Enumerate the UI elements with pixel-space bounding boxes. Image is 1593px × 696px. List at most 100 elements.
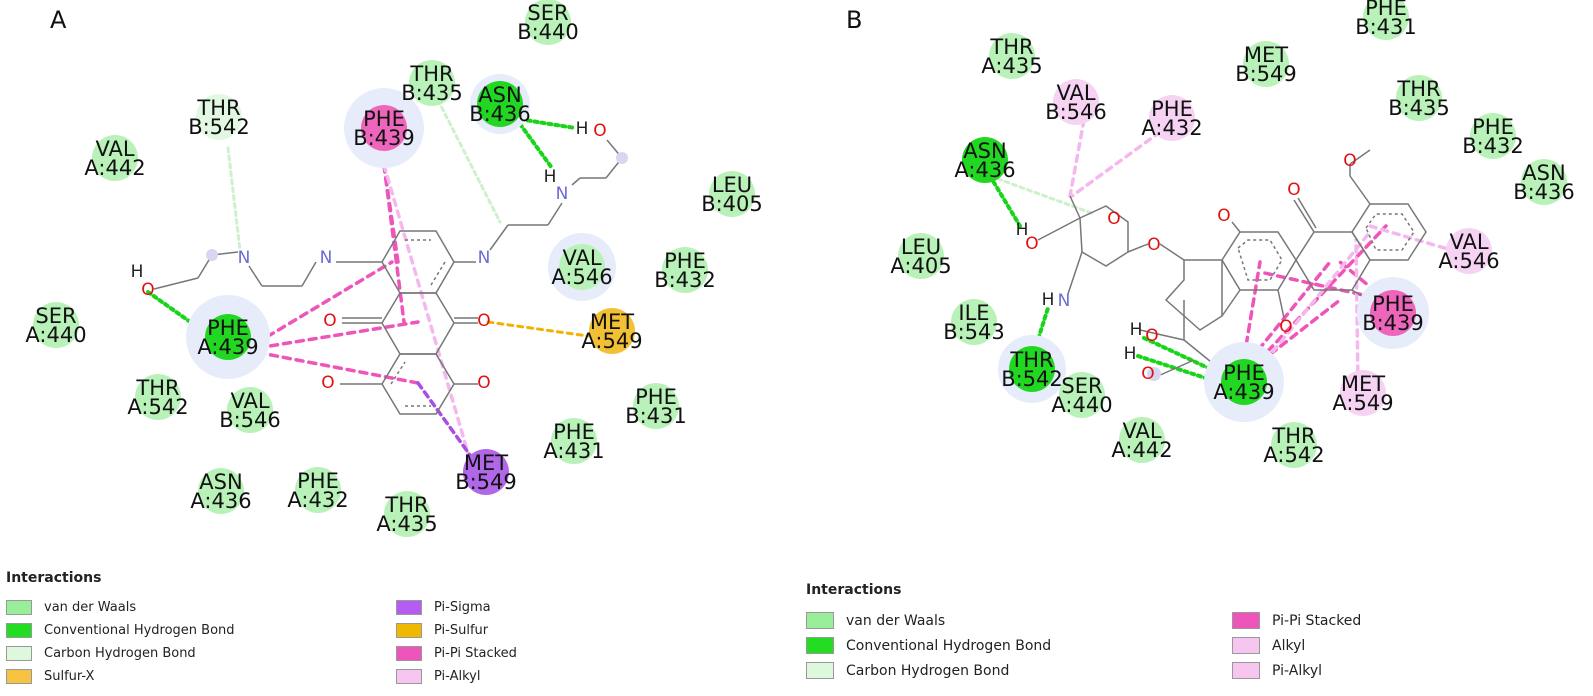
legend-swatch <box>6 623 32 638</box>
residue-id: A:435 <box>981 54 1042 78</box>
residue-disc <box>1149 95 1195 141</box>
legend-swatch <box>6 646 32 661</box>
residue-disc <box>205 314 251 360</box>
residue-disc <box>898 233 944 279</box>
atom-a-h2: H <box>576 119 589 139</box>
residue-name: ASN <box>963 139 1006 163</box>
residue-id: A:542 <box>127 395 188 419</box>
residue-id: A:432 <box>287 488 348 512</box>
residue-id: B:435 <box>1388 96 1450 120</box>
interaction-line-alkyl <box>1068 118 1086 198</box>
legend-swatch <box>1232 612 1260 629</box>
interaction-line-pipi <box>243 320 420 352</box>
residue-name: THR <box>1396 77 1440 101</box>
interaction-line-chb <box>436 98 502 224</box>
residue-disc <box>295 467 341 513</box>
residue-id: A:442 <box>1111 438 1172 462</box>
atom-a-h1: H <box>544 167 557 187</box>
ligand-a-highlight <box>616 152 628 164</box>
residue-disc <box>633 383 679 429</box>
residue-name: THR <box>196 96 240 120</box>
ligand-b-sugar-ring <box>1079 205 1129 267</box>
residue-disc <box>361 105 407 151</box>
atom-b-o-hydroxyl: O <box>1145 326 1158 346</box>
residue-id: B:439 <box>1362 311 1424 335</box>
residue-disc <box>1243 41 1289 87</box>
residue-name: VAL <box>1056 81 1095 105</box>
interaction-line-pisigma <box>416 381 472 457</box>
residue-name: PHE <box>1151 97 1193 121</box>
residue-name: PHE <box>363 107 405 131</box>
residue-name: PHE <box>1223 361 1265 385</box>
residue-id: B:549 <box>455 470 517 494</box>
residue-name: ILE <box>958 301 989 325</box>
residue-id: A:439 <box>197 335 258 359</box>
interaction-line-pipi <box>1248 224 1388 372</box>
residue-disc <box>198 468 244 514</box>
legend-swatch <box>396 646 422 661</box>
residue-id: A:440 <box>25 323 86 347</box>
residue-name: MET <box>1341 372 1385 396</box>
atom-b-h1: H <box>1016 220 1029 240</box>
interaction-line-hb <box>988 174 1022 228</box>
atom-b-h2: H <box>1042 290 1055 310</box>
residue-disc <box>1271 422 1317 468</box>
legend-item: Sulfur-X <box>6 665 396 688</box>
legend-label: Pi-Sigma <box>434 600 491 615</box>
residue-name: ASN <box>478 83 521 107</box>
residue-name: MET <box>1244 43 1288 67</box>
legend-swatch <box>806 612 834 629</box>
legend-label: Pi-Pi Stacked <box>1272 612 1362 629</box>
residue-id: B:439 <box>353 126 415 150</box>
residue-name: ASN <box>199 470 242 494</box>
legend-item: Conventional Hydrogen Bond <box>6 619 396 642</box>
interaction-line-alkyl <box>382 163 472 462</box>
residue-name: PHE <box>553 420 595 444</box>
residue-id: A:546 <box>551 265 612 289</box>
residue-disc <box>962 137 1008 183</box>
residue-disc <box>1053 79 1099 125</box>
residue-disc <box>1009 346 1055 392</box>
residue-name: SER <box>527 1 568 25</box>
interaction-line-chb <box>988 174 1096 216</box>
residue-id: B:405 <box>701 192 763 216</box>
residue-name: LEU <box>901 235 941 259</box>
atom-a-h3: H <box>131 262 144 282</box>
atom-a-o-hydroxyl: O <box>593 121 606 141</box>
residue-name: VAL <box>230 389 269 413</box>
residue-id: B:549 <box>1235 62 1297 86</box>
residue-disc <box>525 0 571 45</box>
residue-name: SER <box>1061 374 1102 398</box>
residue-name: ASN <box>1522 161 1565 185</box>
residue-name: PHE <box>664 249 706 273</box>
atom-a-o-hydroxyl: O <box>141 280 154 300</box>
residue-disc <box>1470 113 1516 159</box>
residue-disc <box>196 94 242 140</box>
atom-b-o-carbonyl: O <box>1217 206 1230 226</box>
legend-swatch <box>396 669 422 684</box>
residue-disc <box>1363 0 1409 40</box>
residue-name: PHE <box>1365 0 1407 20</box>
residue-name: VAL <box>1122 419 1161 443</box>
legend-label: Pi-Sulfur <box>434 623 489 638</box>
